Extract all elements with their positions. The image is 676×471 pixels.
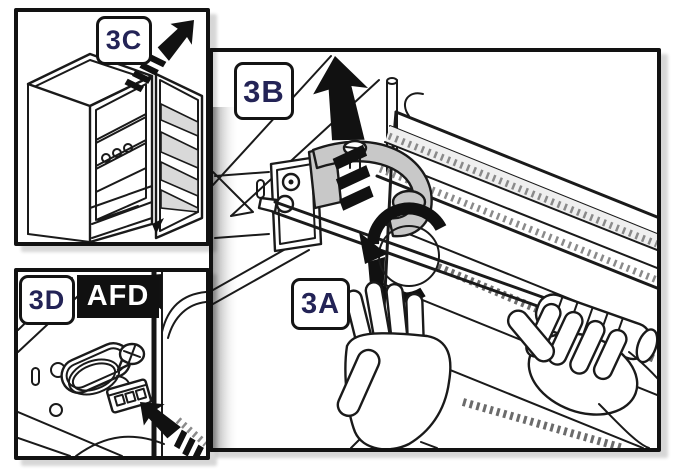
step-label-3b: 3B	[234, 62, 294, 120]
panel-main-hinge: 3B 3A	[209, 48, 661, 452]
fridge-interior	[88, 74, 154, 242]
right-hand	[506, 302, 657, 448]
fridge-illustration	[26, 20, 204, 242]
lift-arrow-icon	[313, 56, 374, 211]
left-hand	[336, 281, 452, 448]
connector-plug	[105, 378, 153, 414]
afd-badge: AFD	[77, 275, 159, 318]
panel-fridge-overview: 3C	[14, 8, 210, 246]
step-label-3d: 3D	[19, 275, 75, 325]
hinge-screwdriver-illustration	[213, 55, 657, 448]
step-label-3a: 3A	[291, 278, 350, 330]
plug-arrow-icon	[140, 402, 204, 456]
panel-connector-detail: 3D AFD	[14, 268, 210, 460]
freezer-section	[89, 185, 164, 239]
fridge-open-door	[154, 72, 204, 240]
step-label-3c: 3C	[96, 16, 152, 65]
screw	[116, 342, 146, 372]
remove-arrow-icon	[124, 20, 194, 93]
